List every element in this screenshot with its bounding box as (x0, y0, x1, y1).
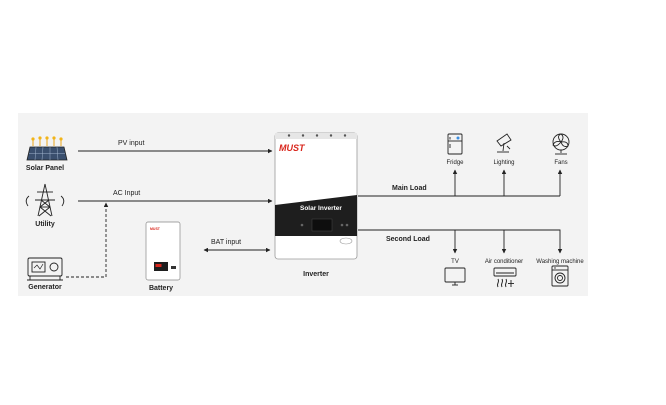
second-load-label: Second Load (386, 236, 430, 243)
inverter-brand: MUST (279, 143, 306, 153)
utility-label: Utility (35, 221, 55, 228)
generator-icon (27, 257, 63, 281)
fridge-label: Fridge (446, 160, 464, 166)
battery-label: Battery (149, 285, 173, 292)
bat-input-label: BAT input (211, 239, 241, 246)
washing-machine-label: Washing machine (536, 259, 584, 265)
washing-machine-icon (551, 265, 569, 287)
solar-panel-label: Solar Panel (26, 165, 64, 172)
inverter-label: Inverter (303, 271, 329, 278)
inverter-product-name: Solar Inverter (300, 205, 342, 212)
fan-icon (552, 133, 570, 155)
inverter-icon (274, 132, 358, 260)
solar-panel-icon (26, 136, 68, 161)
air-conditioner-icon (493, 267, 517, 288)
fans-label: Fans (554, 160, 567, 166)
lighting-icon (496, 133, 512, 153)
pv-input-label: PV input (118, 140, 145, 147)
utility-tower-icon (25, 183, 65, 217)
generator-label: Generator (28, 284, 62, 291)
ac-input-label: AC Input (113, 190, 140, 197)
generator-ac-dashed-line (66, 202, 109, 278)
lighting-label: Lighting (493, 160, 514, 166)
fridge-icon (447, 133, 463, 155)
air-conditioner-label: Air conditioner (485, 259, 523, 265)
svg-text:MUST: MUST (150, 227, 161, 231)
main-load-label: Main Load (392, 185, 427, 192)
tv-label: TV (451, 259, 459, 265)
battery-icon: MUST (145, 221, 181, 281)
tv-icon (444, 267, 466, 286)
